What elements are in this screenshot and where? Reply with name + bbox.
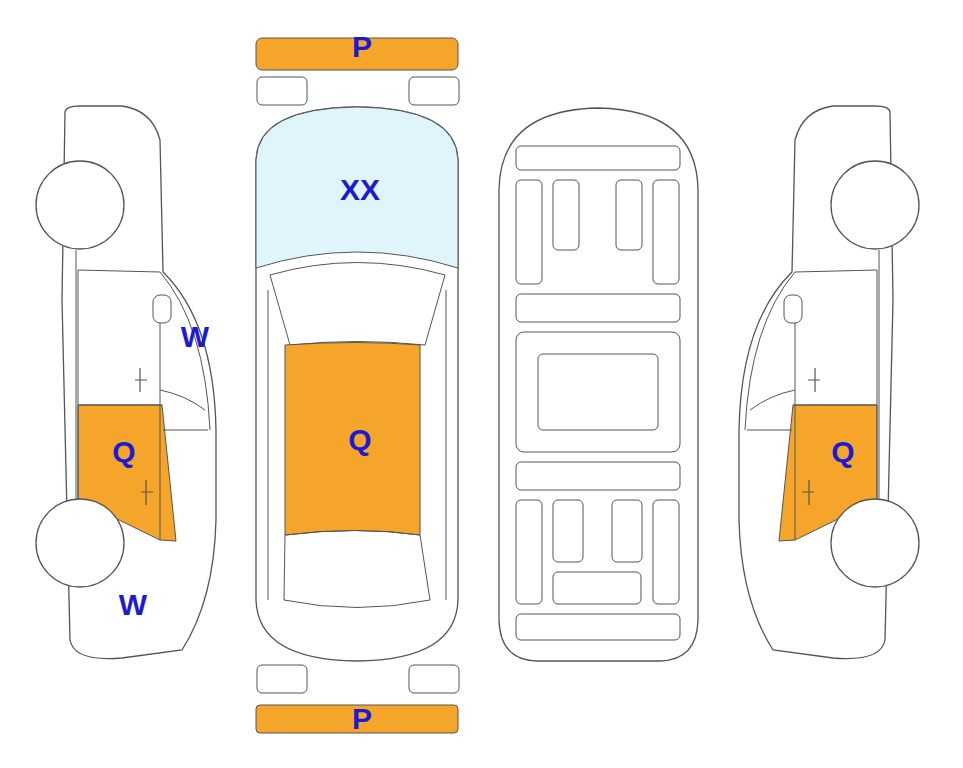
damage-code: P: [352, 32, 372, 62]
damage-code: W: [181, 322, 209, 352]
damage-code: W: [119, 590, 147, 620]
damage-code: P: [352, 704, 372, 734]
damage-code: XX: [340, 175, 380, 205]
damage-code: Q: [348, 425, 371, 455]
damage-code: Q: [112, 437, 135, 467]
damage-code: Q: [831, 437, 854, 467]
